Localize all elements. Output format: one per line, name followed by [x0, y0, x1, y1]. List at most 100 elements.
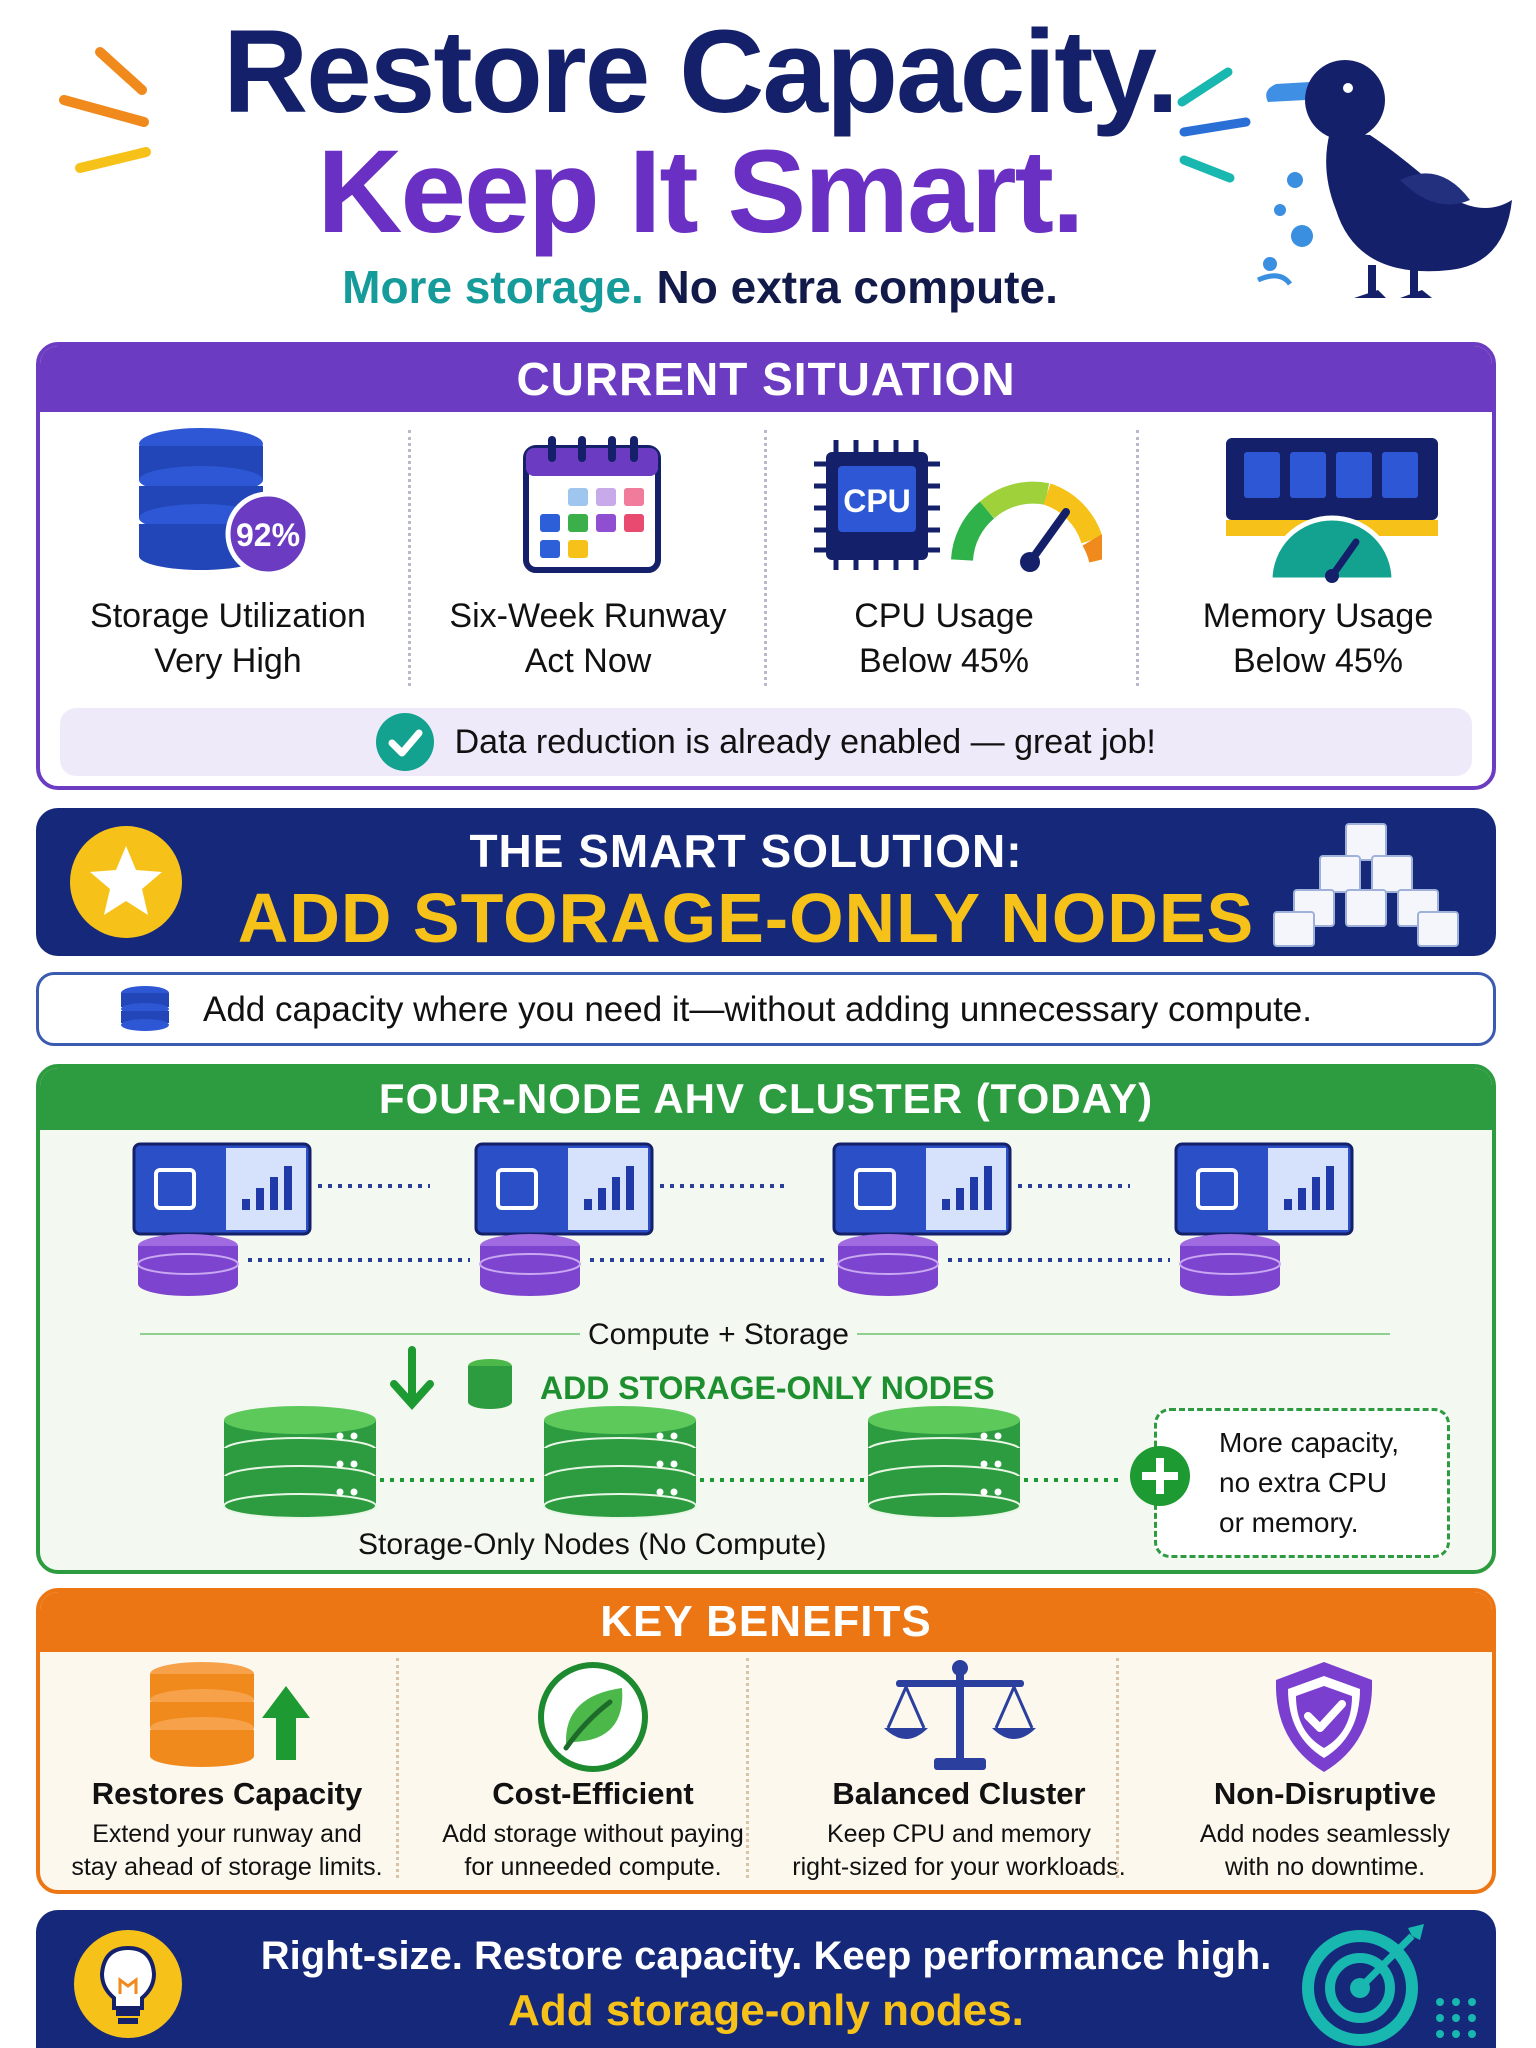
benefit-4-title: Non-Disruptive [1213, 1776, 1437, 1811]
benefit-3-desc-2: right-sized for your workloads. [792, 1853, 1126, 1881]
server-panel [568, 1148, 648, 1230]
callout-line-2: no extra CPU [1219, 1467, 1388, 1498]
benefit-2-desc-1: Add storage without paying [442, 1820, 744, 1848]
storage-only-node [543, 1406, 697, 1519]
benefit-1-desc-2: stay ahead of storage limits. [71, 1853, 383, 1881]
calendar-icon [523, 436, 661, 573]
divider [408, 430, 411, 686]
benefit-4-desc-2: with no downtime. [1224, 1853, 1426, 1881]
leaf-icon [538, 1662, 648, 1772]
situation-storage: 92% Storage Utilization Very High [52, 414, 404, 680]
compute-storage-node [1174, 1142, 1354, 1236]
bar-icon [598, 1188, 606, 1210]
benefit-non-disruptive: Non-Disruptive Add nodes seamlessly with… [1144, 1652, 1492, 1890]
bar-icon [284, 1166, 292, 1210]
benefit-restores-capacity: Restores Capacity Extend your runway and… [46, 1652, 408, 1890]
solution-banner: THE SMART SOLUTION: ADD STORAGE-ONLY NOD… [36, 808, 1496, 957]
callout-line-3: or memory. [1219, 1507, 1359, 1538]
database-arrow-up-icon [150, 1662, 310, 1767]
bar-icon [1326, 1166, 1334, 1210]
server-panel [226, 1148, 306, 1230]
benefit-balanced-cluster: Balanced Cluster Keep CPU and memory rig… [778, 1652, 1140, 1890]
situation-storage-status: Very High [154, 642, 302, 680]
compute-storage-node [832, 1142, 1012, 1236]
bar-icon [984, 1166, 992, 1210]
storage-badge: 92% [236, 517, 300, 553]
cpu-gauge-icon: CPU [814, 440, 1102, 572]
situation-storage-title: Storage Utilization [90, 597, 366, 635]
bar-icon [242, 1199, 250, 1210]
data-reduction-note: Data reduction is already enabled — grea… [60, 708, 1472, 776]
green-db-small-icon [468, 1395, 512, 1409]
benefit-1-desc-1: Extend your runway and [92, 1820, 362, 1848]
cluster-heading: FOUR-NODE AHV CLUSTER (TODAY) [40, 1068, 1492, 1130]
divider [1136, 430, 1139, 686]
solution-title: ADD STORAGE-ONLY NODES [237, 879, 1255, 957]
situation-cpu-status: Below 45% [858, 642, 1030, 680]
divider [746, 1658, 749, 1878]
situation-memory-status: Below 45% [1232, 642, 1404, 680]
situation-runway-title: Six-Week Runway [449, 597, 727, 635]
chip-icon [854, 1168, 896, 1210]
tagline: More storage. No extra compute. [0, 262, 1400, 313]
divider [1116, 1658, 1119, 1878]
cubes-icon [1273, 823, 1459, 947]
cpu-badge: CPU [843, 483, 911, 519]
server-panel [926, 1148, 1006, 1230]
cluster-panel: FOUR-NODE AHV CLUSTER (TODAY) Compute + … [36, 1064, 1496, 1574]
database-icon: 92% [139, 428, 306, 577]
bar-icon [584, 1199, 592, 1210]
storage-disk-icon [479, 1234, 581, 1296]
situation-runway-status: Act Now [524, 642, 652, 680]
server-panel [1268, 1148, 1348, 1230]
compute-storage-node [474, 1142, 654, 1236]
bar-icon [1284, 1199, 1292, 1210]
footer-line-2: Add storage-only nodes. [508, 1986, 1024, 2035]
callout-line-1: More capacity, [1219, 1427, 1399, 1458]
benefit-4-desc-1: Add nodes seamlessly [1199, 1820, 1451, 1848]
title-line-1: Restore Capacity. [222, 6, 1179, 138]
storage-only-label: Storage-Only Nodes (No Compute) [358, 1528, 827, 1561]
check-circle-icon [376, 713, 435, 771]
star-badge-icon [70, 826, 182, 938]
bar-icon [956, 1188, 964, 1210]
benefits-heading: KEY BENEFITS [40, 1592, 1492, 1652]
burst-right-icon [1177, 67, 1251, 183]
benefit-cost-efficient: Cost-Efficient Add storage without payin… [412, 1652, 774, 1890]
bar-icon [1298, 1188, 1306, 1210]
bar-icon [270, 1177, 278, 1210]
callout-box: More capacity, no extra CPU or memory. [1154, 1408, 1450, 1558]
storage-disk-icon [837, 1234, 939, 1296]
storage-disk-icon [1179, 1234, 1281, 1296]
tagline-storage: More storage. [342, 261, 644, 313]
capacity-note-text: Add capacity where you need it—without a… [203, 990, 1312, 1029]
bar-icon [256, 1188, 264, 1210]
add-storage-label: ADD STORAGE-ONLY NODES [540, 1370, 995, 1406]
chip-icon [496, 1168, 538, 1210]
benefit-3-title: Balanced Cluster [832, 1776, 1086, 1811]
burst-left-icon [59, 47, 151, 173]
target-icon [1302, 1924, 1476, 2046]
data-reduction-text: Data reduction is already enabled — grea… [454, 723, 1156, 761]
situation-cpu-title: CPU Usage [854, 597, 1034, 635]
divider [396, 1658, 399, 1878]
divider [764, 430, 767, 686]
chip-icon [154, 1168, 196, 1210]
benefit-2-desc-2: for unneeded compute. [464, 1853, 722, 1881]
bar-icon [626, 1166, 634, 1210]
bar-icon [612, 1177, 620, 1210]
benefits-panel: KEY BENEFITS Restores Capacity Extend yo… [36, 1588, 1496, 1894]
bar-icon [970, 1177, 978, 1210]
storage-only-node [223, 1406, 377, 1519]
memory-gauge-icon [1226, 438, 1438, 583]
footer-banner: Right-size. Restore capacity. Keep perfo… [36, 1910, 1496, 2048]
database-small-icon [121, 986, 169, 1031]
benefit-2-title: Cost-Efficient [492, 1776, 694, 1811]
situation-cpu: CPU CPU Usage Below 45% [768, 414, 1120, 680]
scales-icon [884, 1660, 1036, 1770]
shield-check-icon [1275, 1662, 1373, 1772]
solution-heading: THE SMART SOLUTION: [469, 825, 1023, 877]
situation-memory-title: Memory Usage [1202, 597, 1434, 635]
cluster-diagram [132, 1142, 1390, 1519]
bar-icon [1312, 1177, 1320, 1210]
